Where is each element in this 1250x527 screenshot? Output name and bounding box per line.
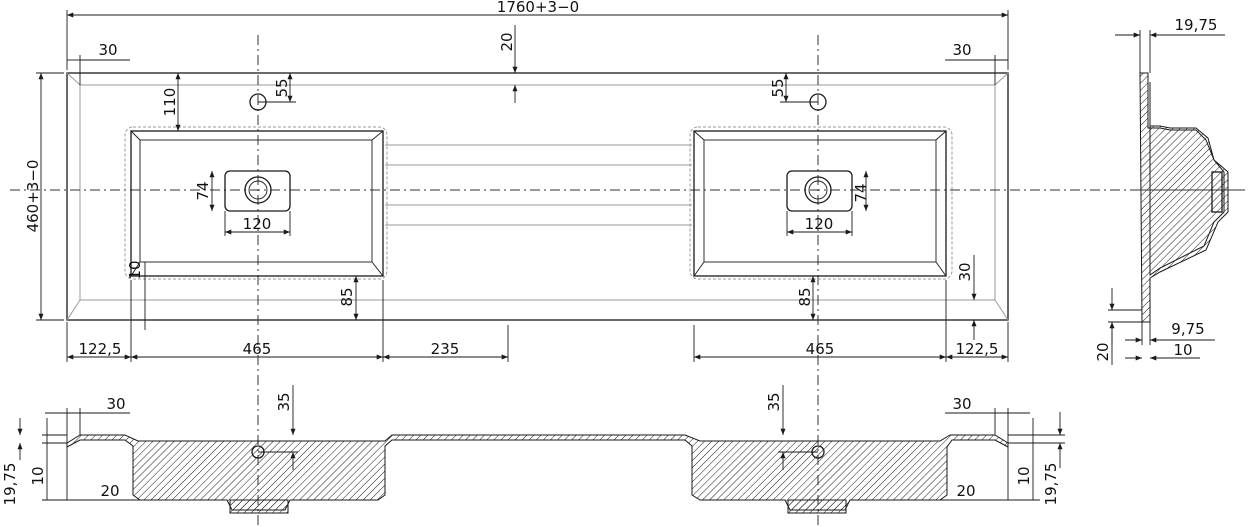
front-edge-right-label: 20: [956, 482, 975, 500]
hole-depth-right-label: 35: [765, 392, 783, 411]
left-drain-hole: [244, 176, 272, 204]
drain-width-right-label: 120: [805, 215, 834, 233]
left-basin-width-label: 465: [243, 340, 272, 358]
front-section-profile: [66, 434, 1009, 511]
right-offset-label: 122,5: [956, 340, 999, 358]
front-rim-right-label: 30: [956, 262, 974, 281]
top-view: 1760+3−0 460+3−0 30 30 20 110 55 55 74: [10, 0, 1240, 527]
right-drain-recess: [786, 170, 853, 212]
drain-width-left-label: 120: [243, 215, 272, 233]
hole-offset-right-label: 55: [769, 78, 787, 97]
front-height-right-label: 19,75: [1042, 463, 1060, 506]
hole-depth-left-label: 35: [275, 392, 293, 411]
rim-right-label: 30: [952, 41, 971, 59]
side-bottom-height-label: 20: [1094, 342, 1112, 361]
bottom-dimension-row: 122,5 465 235 465 122,5: [66, 280, 1009, 362]
front-gap-left-label: 85: [338, 287, 356, 306]
right-drain-hole: [804, 176, 832, 204]
basin-from-back-label: 110: [161, 88, 179, 117]
front-lip-left-label: 10: [29, 466, 47, 485]
drain-height-right-label: 74: [852, 183, 870, 202]
right-basin-width-label: 465: [806, 340, 835, 358]
drain-height-left-label: 74: [194, 181, 212, 200]
overall-depth-label: 460+3−0: [24, 160, 42, 233]
left-drain-recess: [224, 170, 291, 212]
front-lip-right-label: 10: [1015, 466, 1033, 485]
basin-edge-left-label: 10: [126, 260, 144, 279]
side-bottom-width-label: 10: [1173, 341, 1192, 359]
left-offset-label: 122,5: [79, 340, 122, 358]
right-basin: [689, 93, 953, 280]
side-lip-label: 9,75: [1171, 320, 1204, 338]
hole-offset-left-label: 55: [273, 78, 291, 97]
front-rim-left-label: 30: [106, 395, 125, 413]
countertop-outline: [66, 72, 1009, 321]
gap-label: 235: [431, 340, 460, 358]
back-rim-label: 20: [498, 32, 516, 51]
front-rim-right-label: 30: [952, 395, 971, 413]
overall-length-label: 1760+3−0: [497, 0, 579, 16]
rim-left-label: 30: [98, 41, 117, 59]
side-section-profile: [1139, 72, 1229, 323]
front-gap-right-label: 85: [796, 287, 814, 306]
side-top-thickness-label: 19,75: [1175, 16, 1218, 34]
side-section: 19,75 9,75 20 10: [1094, 16, 1245, 365]
front-edge-left-label: 20: [100, 482, 119, 500]
left-basin: [124, 93, 388, 280]
front-height-left-label: 19,75: [1, 463, 19, 506]
front-section: 30 30 35 35 19,75 10 20 10 19,75 20: [1, 385, 1065, 514]
